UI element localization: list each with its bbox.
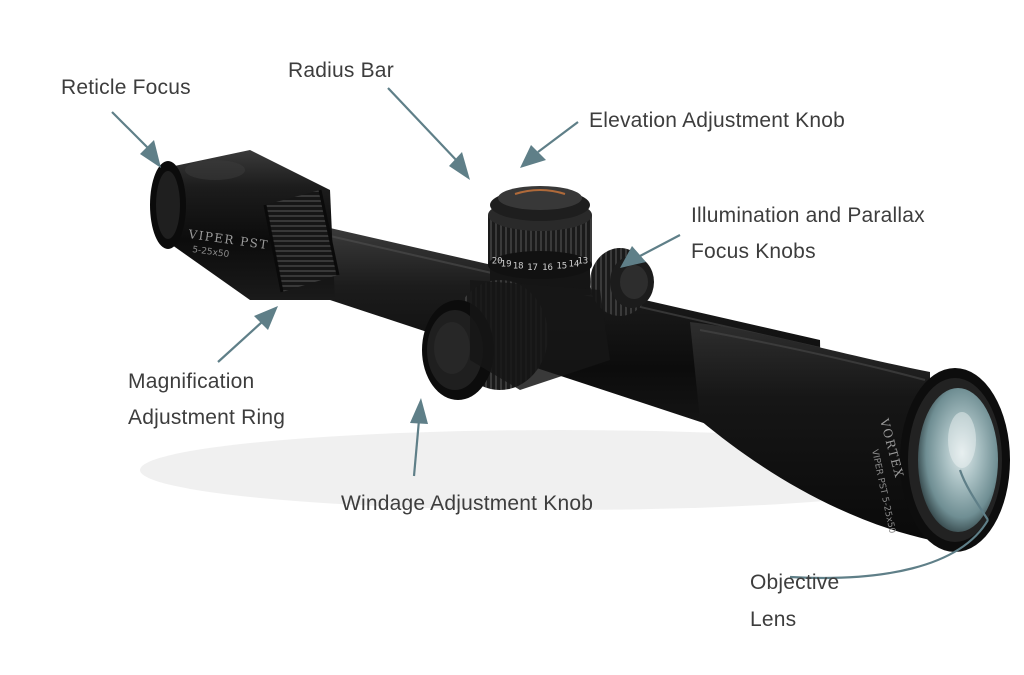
- arrow-illumination-knob: [620, 234, 681, 268]
- arrow-reticle-focus: [111, 111, 161, 168]
- elevation-tick-label: 19: [501, 260, 512, 270]
- arrow-radius-bar: [387, 87, 470, 180]
- label-magnification-line2: Adjustment Ring: [128, 406, 286, 429]
- elevation-tick-label: 20: [492, 256, 503, 266]
- elevation-tick-label: 13: [577, 256, 588, 266]
- magnification-ring: [263, 189, 340, 293]
- elevation-tick-label: 18: [513, 262, 524, 272]
- elevation-turret: [488, 186, 592, 295]
- label-illumination-line1: Illumination and Parallax: [691, 204, 925, 227]
- radius-bar: [514, 189, 566, 195]
- objective-lens-housing: [900, 368, 1010, 552]
- arrow-objective-lens: [789, 469, 989, 580]
- elevation-tick-label: 14: [568, 260, 579, 270]
- parallax-knob: [590, 248, 654, 316]
- label-windage-knob: Windage Adjustment Knob: [341, 492, 594, 515]
- objective-lens-glass: [918, 388, 998, 532]
- label-magnification-line1: Magnification: [128, 370, 255, 393]
- turret-saddle: [470, 280, 610, 390]
- label-objective-line1: Objective: [750, 571, 840, 594]
- label-objective-line2: Lens: [750, 608, 797, 631]
- elevation-tick-label: 15: [556, 262, 567, 272]
- label-elevation-knob: Elevation Adjustment Knob: [589, 109, 845, 132]
- elevation-tick-label: 17: [527, 263, 538, 273]
- label-illumination-line2: Focus Knobs: [691, 240, 816, 263]
- label-reticle-focus: Reticle Focus: [61, 76, 191, 99]
- objective-bell: [690, 322, 930, 540]
- label-radius-bar: Radius Bar: [288, 59, 394, 82]
- arrow-magnification-ring: [217, 306, 278, 363]
- callout-arrows: [111, 87, 989, 580]
- elevation-tick-label: 16: [542, 263, 553, 273]
- arrow-windage-knob: [410, 398, 428, 477]
- arrow-elevation-knob: [520, 121, 579, 168]
